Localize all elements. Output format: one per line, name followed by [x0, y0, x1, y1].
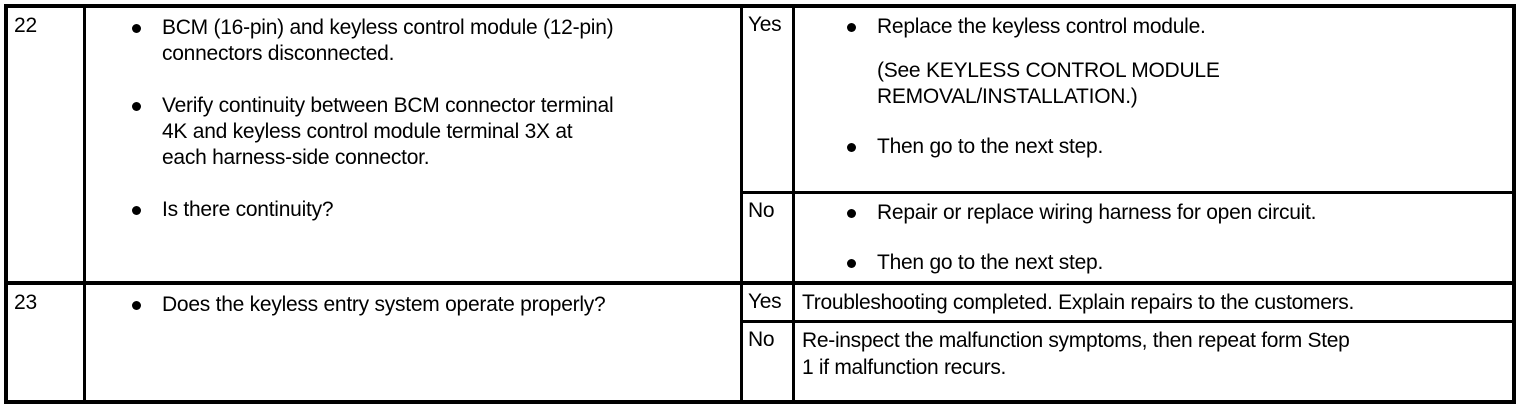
answer-label: No [748, 199, 775, 222]
list-item: Is there continuity? [132, 197, 730, 223]
answer-row-no: No Re-inspect the malfunction symptoms, … [743, 323, 1512, 400]
bullet-icon [847, 143, 856, 152]
answers-cell: Yes Replace the keyless control module. … [743, 8, 1512, 281]
action-text: Re-inspect the malfunction symptoms, the… [802, 329, 1350, 379]
troubleshooting-table: 22 BCM (16-pin) and keyless control modu… [4, 4, 1516, 404]
answer-label-cell: Yes [743, 285, 795, 320]
table-row: 22 BCM (16-pin) and keyless control modu… [8, 8, 1512, 285]
bullet-icon [847, 209, 856, 218]
bullet-icon [132, 102, 141, 111]
answers-cell: Yes Troubleshooting completed. Explain r… [743, 285, 1512, 400]
action-text: Repair or replace wiring harness for ope… [877, 201, 1317, 224]
answer-row-yes: Yes Replace the keyless control module. … [743, 8, 1512, 194]
list-item: Then go to the next step. [847, 134, 1504, 160]
inspection-question: Does the keyless entry system operate pr… [162, 293, 606, 316]
action-cell: Replace the keyless control module. (See… [795, 8, 1512, 191]
action-cell: Re-inspect the malfunction symptoms, the… [795, 323, 1512, 400]
table-row: 23 Does the keyless entry system operate… [8, 285, 1512, 400]
answer-label: Yes [748, 290, 782, 313]
inspection-text: BCM (16-pin) and keyless control module … [162, 16, 614, 65]
list-item: Replace the keyless control module. (See… [847, 14, 1504, 110]
list-item: BCM (16-pin) and keyless control module … [132, 15, 730, 67]
inspection-cell: Does the keyless entry system operate pr… [86, 285, 743, 400]
bullet-icon [132, 206, 141, 215]
step-number-cell: 23 [8, 285, 86, 400]
inspection-cell: BCM (16-pin) and keyless control module … [86, 8, 743, 281]
bullet-icon [132, 24, 141, 33]
answer-row-no: No Repair or replace wiring harness for … [743, 194, 1512, 281]
answer-label: Yes [748, 13, 782, 36]
answer-label: No [748, 328, 775, 351]
action-reference-note: (See KEYLESS CONTROL MODULE REMOVAL/INST… [877, 59, 1220, 108]
answer-label-cell: No [743, 323, 795, 400]
answer-label-cell: Yes [743, 8, 795, 191]
bullet-icon [132, 301, 141, 310]
bullet-icon [847, 23, 856, 32]
step-number: 22 [14, 14, 37, 37]
list-item: Then go to the next step. [847, 250, 1504, 276]
inspection-text: Verify continuity between BCM connector … [162, 94, 614, 169]
list-item: Does the keyless entry system operate pr… [132, 292, 730, 318]
action-cell: Troubleshooting completed. Explain repai… [795, 285, 1512, 320]
list-item: Verify continuity between BCM connector … [132, 93, 730, 171]
answer-row-yes: Yes Troubleshooting completed. Explain r… [743, 285, 1512, 323]
action-text: Then go to the next step. [877, 135, 1104, 158]
action-cell: Repair or replace wiring harness for ope… [795, 194, 1512, 281]
list-item: Repair or replace wiring harness for ope… [847, 200, 1504, 226]
action-text: Then go to the next step. [877, 251, 1104, 274]
step-number: 23 [14, 291, 37, 314]
bullet-icon [847, 259, 856, 268]
action-text: Replace the keyless control module. [877, 15, 1206, 38]
step-number-cell: 22 [8, 8, 86, 281]
inspection-question: Is there continuity? [162, 198, 334, 221]
answer-label-cell: No [743, 194, 795, 281]
action-text: Troubleshooting completed. Explain repai… [802, 291, 1355, 314]
